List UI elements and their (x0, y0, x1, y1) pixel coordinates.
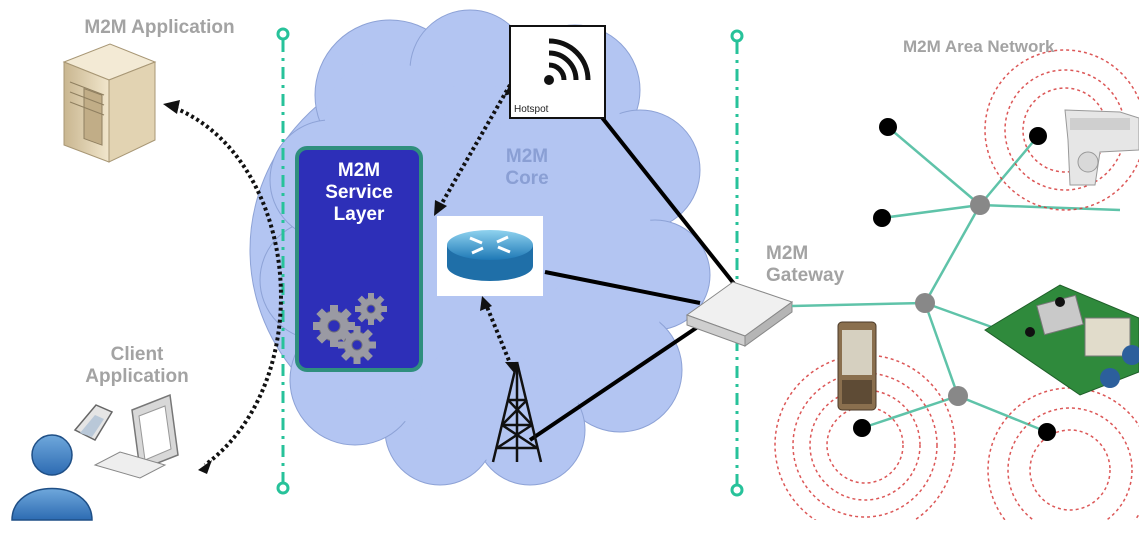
circuit-board-icon (984, 284, 1139, 396)
dotted-arrows (174, 84, 514, 467)
gateway-icon (685, 281, 794, 347)
hotspot-label: Hotspot (514, 104, 549, 115)
service-layer-label: M2M Service Layer (301, 160, 417, 226)
area-network-label: M2M Area Network (903, 37, 1055, 56)
core-label-line2: Core (505, 168, 549, 189)
handheld-device-icon (837, 321, 877, 411)
cell-tower-icon (491, 361, 543, 463)
arrow-heads (163, 80, 518, 474)
phone-icon (73, 404, 114, 441)
computer-icon (93, 393, 179, 479)
user-icon (11, 434, 93, 521)
backhaul-links (528, 113, 737, 442)
client-application-label: Client Application (72, 344, 202, 388)
client-label-line1: Client (110, 344, 164, 365)
gateway-label-line1: M2M (766, 243, 809, 264)
boundary-left (276, 27, 290, 495)
service-label-line1: M2M (337, 160, 381, 181)
gateway-label-line2: Gateway (766, 265, 845, 286)
server-icon (62, 43, 157, 163)
service-label-line3: Layer (333, 204, 385, 225)
core-label: M2M Core (487, 146, 567, 190)
gears-icon (313, 293, 387, 364)
robot-arm-icon (1064, 109, 1139, 186)
service-label-line2: Service (325, 182, 393, 203)
m2m-application-label: M2M Application (84, 17, 235, 38)
core-label-line1: M2M (505, 146, 549, 167)
wifi-icon (509, 25, 606, 119)
gateway-label: M2M Gateway (766, 243, 866, 287)
area-network-links (791, 126, 1121, 434)
client-label-line2: Application (85, 366, 189, 387)
boundary-right (730, 29, 744, 497)
router-icon (437, 216, 543, 296)
area-network-nodes (853, 118, 1056, 441)
